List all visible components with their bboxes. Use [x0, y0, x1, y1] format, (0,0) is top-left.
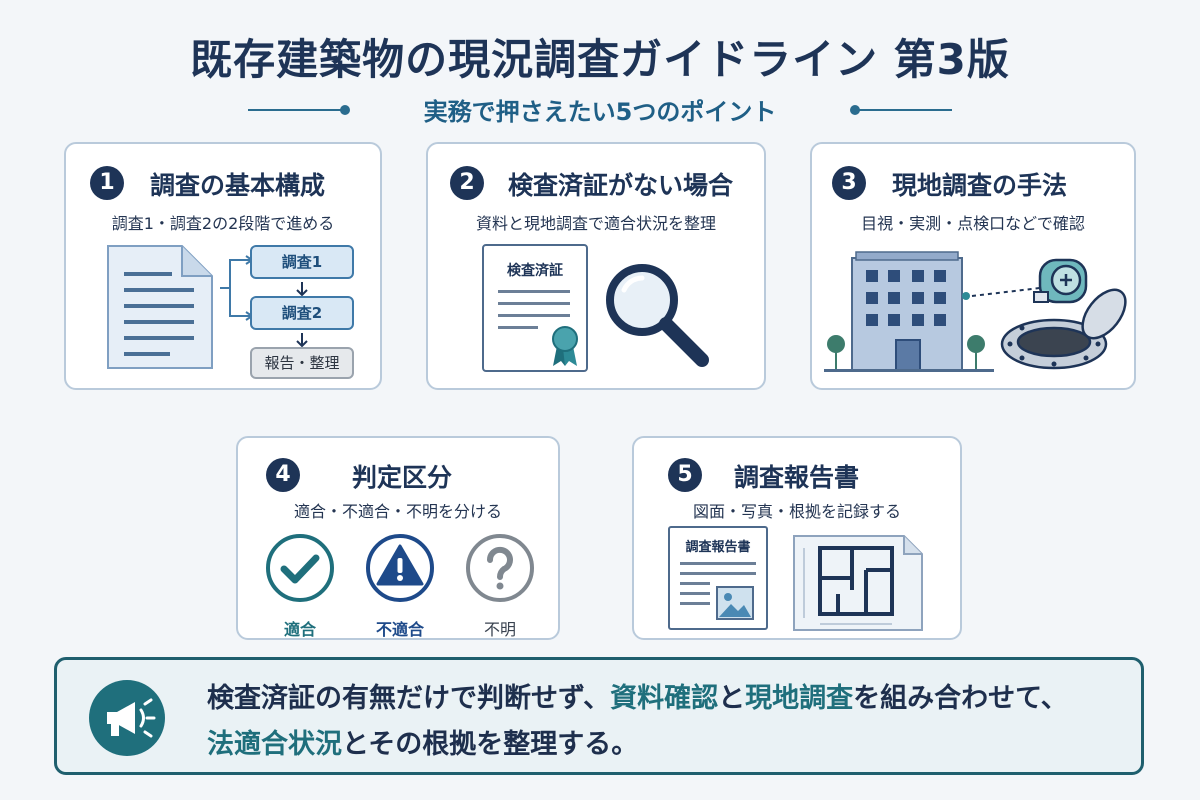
banner-icon-circle	[89, 680, 165, 756]
certificate-label: 検査済証	[507, 263, 563, 279]
point-number: 3	[832, 166, 866, 200]
card-title: 判定区分	[352, 463, 453, 492]
point-number: 5	[668, 458, 702, 492]
key-message-banner: 検査済証の有無だけで判断せず、資料確認と現地調査を組み合わせて、 法適合状況とそ…	[54, 657, 1144, 775]
card-description: 調査1・調査2の2段階で進める	[111, 214, 335, 233]
building-icon	[824, 251, 994, 372]
card-basic-structure: 1 調査の基本構成 調査1・調査2の2段階で進める 調査1 調査2 報告・整理	[64, 142, 382, 390]
judgement-label: 適合	[283, 620, 316, 639]
subtitle-row: 実務で押さえたい5つのポイント	[0, 92, 1200, 128]
judgement-noncompliant: 不適合	[364, 532, 436, 639]
banner-line-1: 検査済証の有無だけで判断せず、資料確認と現地調査を組み合わせて、	[207, 676, 1068, 722]
card-header: 2 検査済証がない場合	[428, 164, 764, 204]
question-icon	[466, 534, 534, 602]
banner-highlight: 法適合状況	[207, 729, 342, 760]
banner-text-segment: と	[718, 683, 746, 714]
subtitle-line-right	[856, 109, 952, 111]
card-header: 4 判定区分	[238, 456, 558, 496]
card-description: 図面・写真・根拠を記録する	[692, 502, 901, 521]
page-title: 既存建築物の現況調査ガイドライン 第3版	[190, 35, 1010, 84]
measuring-tape-icon	[962, 258, 1127, 370]
report-lines	[680, 562, 756, 605]
flow-step-survey-2: 調査2	[250, 296, 354, 330]
banner-line-2: 法適合状況とその根拠を整理する。	[207, 722, 1068, 768]
page-subtitle: 実務で押さえたい5つのポイント	[423, 98, 777, 126]
card-title: 現地調査の手法	[892, 171, 1068, 200]
banner-highlight: 現地調査	[745, 683, 854, 714]
subtitle-dot-right	[850, 105, 860, 115]
card-description: 目視・実測・点検口などで確認	[861, 214, 1085, 233]
report-label: 調査報告書	[685, 540, 751, 555]
card-no-inspection-certificate: 2 検査済証がない場合 資料と現地調査で適合状況を整理 検査済証	[426, 142, 766, 390]
card-title: 調査の基本構成	[150, 171, 326, 200]
card-header: 1 調査の基本構成	[66, 164, 380, 204]
document-icon	[107, 245, 213, 369]
card-header: 5 調査報告書	[634, 456, 960, 496]
flow-step-report: 報告・整理	[250, 347, 354, 379]
banner-text-segment: を組み合わせて、	[853, 683, 1068, 714]
certificate-lines	[498, 290, 570, 329]
subtitle-line-left	[248, 109, 344, 111]
point-number: 2	[450, 166, 484, 200]
point-number: 4	[266, 458, 300, 492]
arrow-down-icon	[296, 333, 308, 348]
card-description: 適合・不適合・不明を分ける	[293, 502, 502, 521]
point-number: 1	[90, 166, 124, 200]
check-icon	[266, 534, 334, 602]
floor-plan-icon	[793, 535, 923, 631]
judgement-label: 不明	[483, 620, 516, 639]
card-site-survey-methods: 3 現地調査の手法 目視・実測・点検口などで確認	[810, 142, 1136, 390]
seal-ribbon-icon	[552, 326, 578, 366]
photo-icon	[716, 586, 754, 620]
certificate-document: 検査済証	[482, 244, 588, 372]
card-header: 3 現地調査の手法	[812, 164, 1134, 204]
banner-text-segment: とその根拠を整理する。	[342, 729, 639, 760]
banner-highlight: 資料確認	[610, 683, 719, 714]
megaphone-icon	[107, 698, 156, 738]
report-document: 調査報告書	[668, 526, 768, 630]
card-description: 資料と現地調査で適合状況を整理	[475, 214, 716, 233]
card-survey-report: 5 調査報告書 図面・写真・根拠を記録する 調査報告書	[632, 436, 962, 640]
subtitle-dot-left	[340, 105, 350, 115]
card-judgement-categories: 4 判定区分 適合・不適合・不明を分ける 適合 不適合 不明	[236, 436, 560, 640]
judgement-label: 不適合	[375, 620, 424, 639]
banner-text-segment: 検査済証の有無だけで判断せず、	[207, 683, 611, 714]
flow-step-survey-1: 調査1	[250, 245, 354, 279]
banner-message: 検査済証の有無だけで判断せず、資料確認と現地調査を組み合わせて、 法適合状況とそ…	[207, 676, 1068, 768]
warning-icon	[366, 534, 434, 602]
magnifying-glass-icon	[606, 264, 709, 367]
card-title: 調査報告書	[734, 463, 860, 492]
judgement-compliant: 適合	[264, 532, 336, 639]
card-title: 検査済証がない場合	[508, 171, 734, 200]
judgement-unknown: 不明	[464, 532, 536, 639]
arrow-down-icon	[296, 282, 308, 297]
